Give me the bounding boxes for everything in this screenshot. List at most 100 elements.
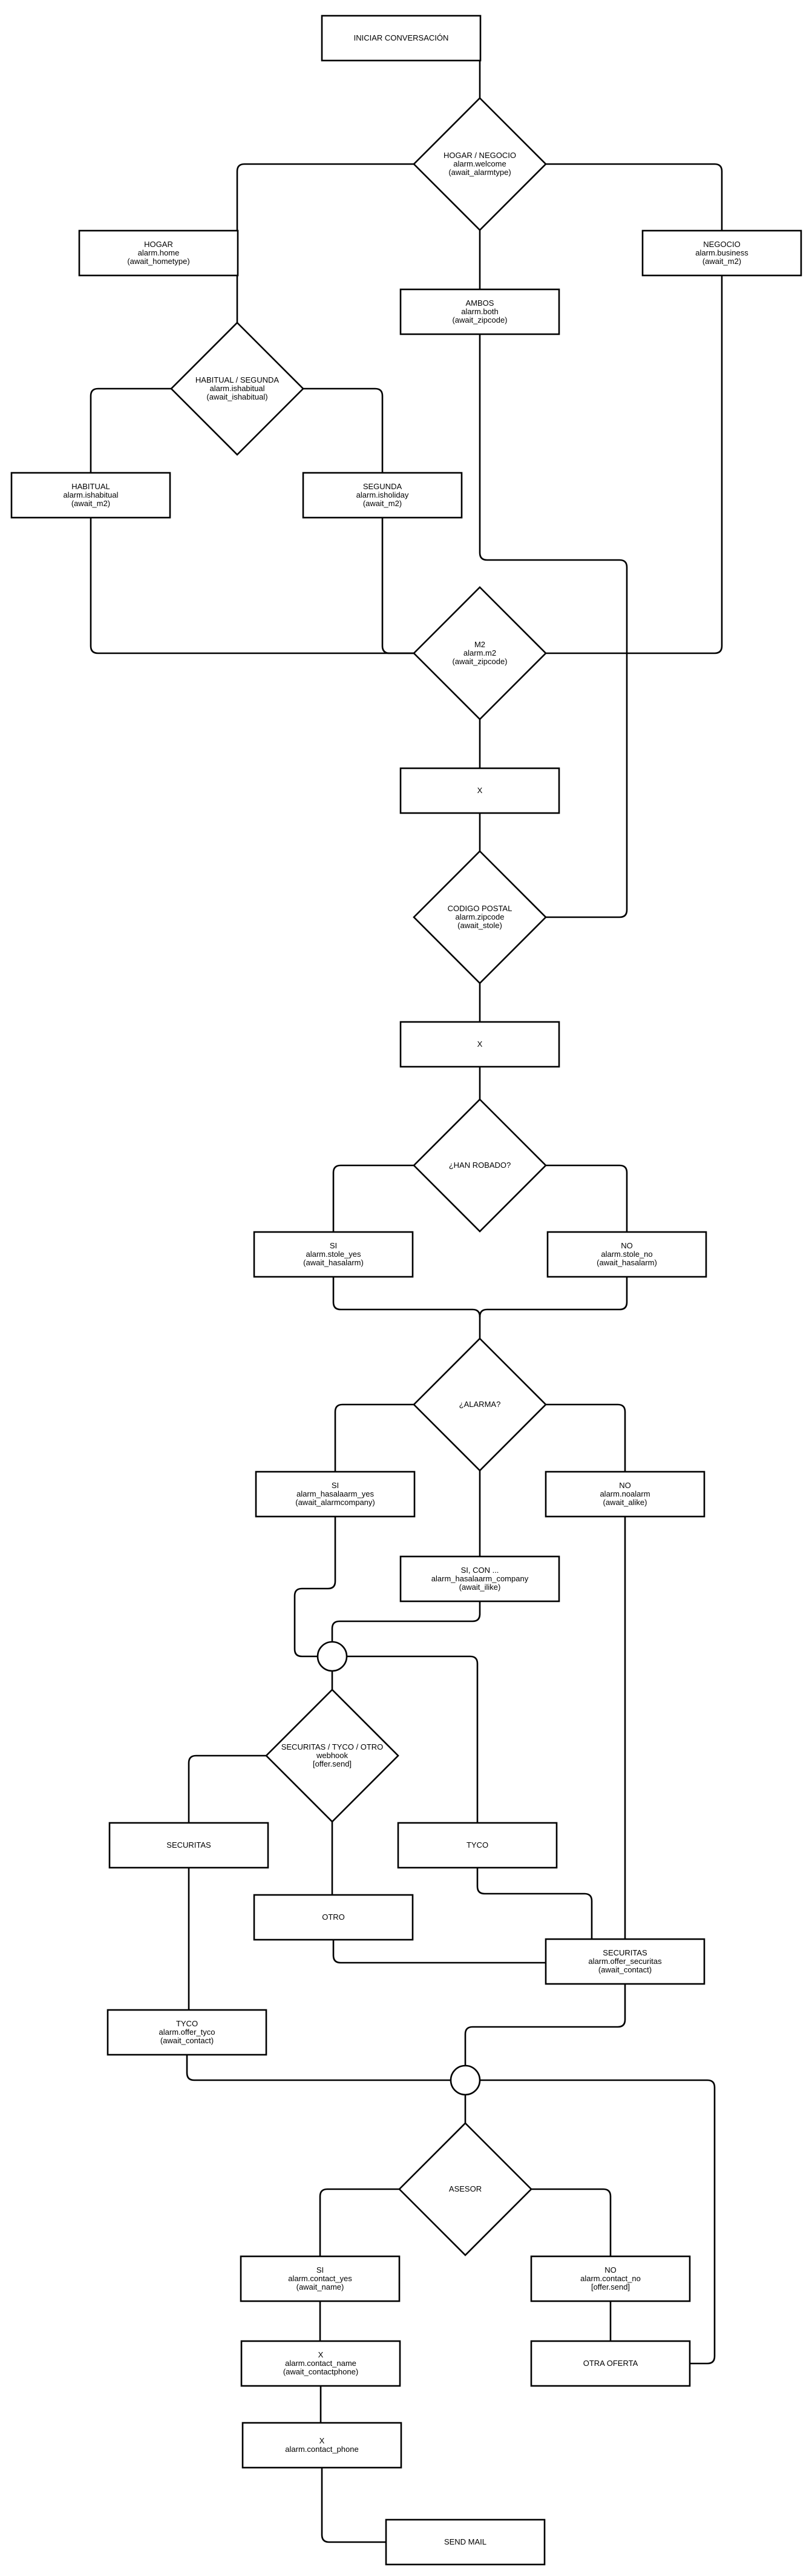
node-box	[641, 229, 802, 277]
node-label-line: (await_contactphone)	[283, 2367, 358, 2376]
node-box	[530, 2255, 691, 2302]
connector-line	[319, 2188, 401, 2258]
node-label-line: alarm.offer_securitas	[588, 1957, 662, 1966]
connector-line	[186, 2054, 452, 2081]
node-label-line: (await_zipcode)	[452, 315, 507, 324]
connector-line	[545, 1164, 628, 1233]
process-node-x1: X	[399, 767, 560, 814]
node-label-line: (await_stole)	[457, 921, 502, 930]
node-label-line: (await_hasalarm)	[303, 1258, 364, 1267]
node-box	[397, 1822, 558, 1869]
connector-line	[464, 1983, 626, 2067]
node-label-line: alarm.business	[695, 248, 748, 257]
node-box	[399, 288, 560, 335]
connector-line	[545, 163, 723, 232]
node-label-line: alarm.ishabitual	[209, 384, 264, 393]
node-box	[253, 1231, 414, 1278]
decision-diamond	[413, 97, 547, 231]
process-node-x2: X	[399, 1021, 560, 1068]
decision-node-d-habitual: HABITUAL / SEGUNDAalarm.ishabitual(await…	[170, 321, 304, 456]
connector-line	[90, 387, 172, 474]
node-box	[545, 1938, 706, 1985]
node-label-line: ¿HAN ROBADO?	[449, 1161, 511, 1170]
node-label-line: SEND MAIL	[444, 2537, 486, 2546]
connector-layer	[90, 59, 723, 2543]
connector-line	[236, 163, 415, 232]
connector-line	[293, 1515, 336, 1658]
node-label-line: X	[318, 2350, 324, 2359]
process-node-alarm-company: SI, CON ...alarm_hasalaarm_company(await…	[399, 1555, 560, 1603]
node-label-line: alarm.contact_no	[580, 2274, 641, 2283]
node-label-line: HOGAR / NEGOCIO	[444, 151, 516, 160]
process-node-offer-securitas: SECURITASalarm.offer_securitas(await_con…	[545, 1938, 706, 1985]
node-label-line: TYCO	[467, 1840, 488, 1850]
connector-line	[381, 516, 415, 654]
node-label-line: NO	[621, 1241, 633, 1250]
node-label-line: CODIGO POSTAL	[448, 904, 512, 913]
node-label-line: alarm.ishabitual	[63, 490, 118, 499]
node-label-line: SEGUNDA	[363, 482, 402, 491]
connector-line	[321, 2466, 387, 2543]
node-label-line: HABITUAL / SEGUNDA	[195, 375, 280, 384]
node-label-line: alarm.stole_no	[601, 1250, 652, 1259]
node-label-line: NO	[619, 1481, 631, 1490]
node-box	[545, 1471, 706, 1518]
connector-line	[545, 1403, 626, 1473]
node-label-line: SI	[330, 1241, 337, 1250]
process-node-alarm-yes: SIalarm_hasalaarm_yes(await_alarmcompany…	[255, 1471, 416, 1518]
node-label-line: (await_hasalarm)	[597, 1258, 657, 1267]
connector-line	[332, 1164, 415, 1233]
connector-line	[345, 1655, 479, 1824]
node-box	[106, 2009, 267, 2056]
node-box	[10, 472, 171, 519]
node-box	[78, 229, 239, 277]
connector-line	[188, 1754, 267, 1824]
process-node-tyco-opt: TYCO	[397, 1822, 558, 1869]
node-label-line: ASESOR	[449, 2184, 482, 2193]
decision-diamond	[265, 1688, 399, 1823]
node-label-line: alarm.both	[461, 307, 498, 316]
node-label-line: (await_m2)	[702, 257, 741, 266]
node-label-line: alarm.offer_tyco	[159, 2028, 215, 2037]
node-label-line: X	[319, 2436, 325, 2445]
node-label-line: (await_contact)	[598, 1965, 652, 1974]
decision-diamond	[413, 1098, 547, 1233]
node-box	[321, 15, 482, 62]
node-label-line: OTRO	[322, 1912, 345, 1922]
node-label-line: (await_zipcode)	[452, 657, 507, 666]
decision-diamond	[170, 321, 304, 456]
node-label-line: alarm.contact_name	[285, 2359, 356, 2368]
decision-diamond	[413, 586, 547, 720]
node-label-line: (await_ilike)	[459, 1583, 501, 1592]
node-label-line: webhook	[316, 1751, 349, 1760]
node-box	[546, 1231, 707, 1278]
node-label-line: (await_m2)	[71, 499, 110, 508]
process-node-otro-opt: OTRO	[253, 1894, 414, 1941]
connector-line	[479, 1276, 628, 1318]
decision-diamond	[413, 1337, 547, 1472]
connector-line	[530, 2188, 612, 2258]
node-box	[240, 2255, 401, 2302]
node-label-line: alarm_hasalaarm_company	[431, 1574, 529, 1583]
node-label-line: alarm.stole_yes	[306, 1250, 361, 1259]
node-label-line: alarm.welcome	[453, 159, 506, 168]
node-box	[253, 1894, 414, 1941]
node-label-line: alarm.m2	[463, 648, 496, 657]
connector-line	[331, 1600, 481, 1643]
connector-line	[479, 333, 628, 918]
decision-node-d-asesor: ASESOR	[398, 2122, 532, 2256]
node-label-line: (await_hometype)	[127, 257, 189, 266]
connector-line	[545, 274, 723, 654]
decision-node-d-company: SECURITAS / TYCO / OTROwebhook[offer.sen…	[265, 1688, 399, 1823]
node-label-line: [offer.send]	[313, 1759, 352, 1768]
junction-circle	[316, 1641, 348, 1672]
node-label-line: alarm.home	[138, 248, 180, 257]
